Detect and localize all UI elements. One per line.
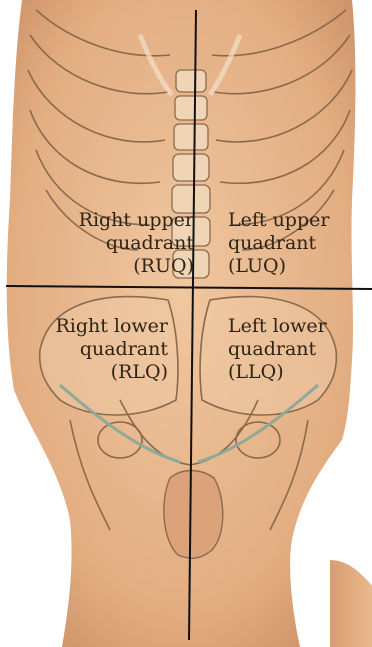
rlq-line2: quadrant	[55, 338, 168, 361]
llq-line1: Left lower	[228, 315, 327, 338]
ruq-abbr: (RUQ)	[79, 255, 194, 278]
label-left-upper-quadrant: Left upper quadrant (LUQ)	[228, 209, 329, 278]
ruq-line1: Right upper	[79, 209, 194, 232]
label-left-lower-quadrant: Left lower quadrant (LLQ)	[228, 315, 327, 384]
luq-abbr: (LUQ)	[228, 255, 329, 278]
luq-line2: quadrant	[228, 232, 329, 255]
ruq-line2: quadrant	[79, 232, 194, 255]
label-right-upper-quadrant: Right upper quadrant (RUQ)	[79, 209, 194, 278]
llq-abbr: (LLQ)	[228, 361, 327, 384]
label-right-lower-quadrant: Right lower quadrant (RLQ)	[55, 315, 168, 384]
rlq-line1: Right lower	[55, 315, 168, 338]
llq-line2: quadrant	[228, 338, 327, 361]
groin	[164, 471, 223, 559]
rlq-abbr: (RLQ)	[55, 361, 168, 384]
luq-line1: Left upper	[228, 209, 329, 232]
